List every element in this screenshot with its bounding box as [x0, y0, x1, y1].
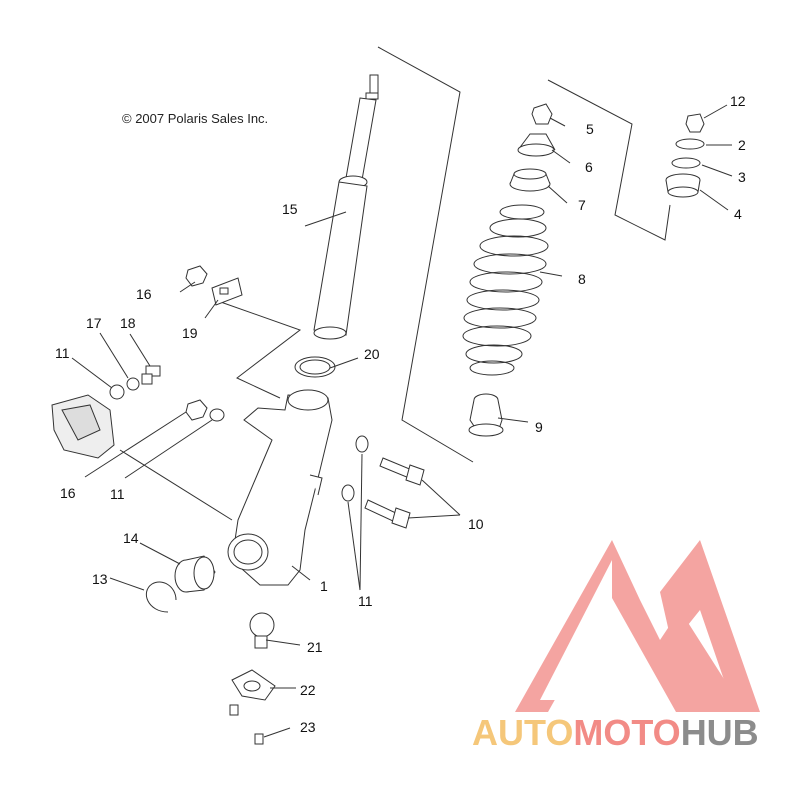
washer-2 — [675, 138, 705, 150]
wordmark-hub: HUB — [680, 712, 759, 753]
top-nut — [531, 103, 553, 125]
leader-lines — [71, 104, 733, 738]
callout-14: 14 — [123, 530, 139, 546]
callout-23: 23 — [300, 719, 316, 735]
callout-18: 18 — [120, 315, 136, 331]
callout-10: 10 — [468, 516, 484, 532]
callout-12: 12 — [730, 93, 746, 109]
callout-20: 20 — [364, 346, 380, 362]
washer-11-right-top — [355, 435, 369, 453]
small-bolt — [141, 365, 161, 385]
bolts — [364, 457, 425, 529]
small-screw-a — [229, 704, 239, 716]
nut-12 — [685, 113, 705, 133]
ring-seal — [294, 356, 336, 378]
callout-5: 5 — [586, 121, 594, 137]
wordmark-moto: MOTO — [573, 712, 681, 753]
wheel-bearing — [174, 555, 216, 593]
brake-caliper — [51, 394, 115, 459]
callout-2: 2 — [738, 137, 746, 153]
shock-absorber — [313, 74, 379, 340]
mount-4 — [665, 173, 701, 198]
small-screw-b — [254, 733, 264, 745]
callout-1: 1 — [320, 578, 328, 594]
snap-ring — [146, 581, 177, 613]
coil-spring — [462, 204, 549, 376]
callout-19: 19 — [182, 325, 198, 341]
callout-21: 21 — [307, 639, 323, 655]
callout-11-mid: 11 — [110, 486, 125, 502]
callout-16-bottom: 16 — [60, 485, 76, 501]
washer-3 — [671, 157, 701, 169]
steering-knuckle — [227, 389, 333, 586]
bracket-lines — [214, 46, 671, 463]
callout-3: 3 — [738, 169, 746, 185]
callout-11-left: 11 — [55, 345, 70, 361]
callout-15: 15 — [282, 201, 298, 217]
washer-11-right-bottom — [341, 484, 355, 502]
spring-seat — [509, 168, 551, 192]
upper-cap — [517, 133, 556, 157]
callout-7: 7 — [578, 197, 586, 213]
callout-6: 6 — [585, 159, 593, 175]
bump-stop — [468, 393, 504, 437]
callout-8: 8 — [578, 271, 586, 287]
hex-nut-lower — [185, 399, 208, 421]
callout-16-top: 16 — [136, 286, 152, 302]
washer-11-left — [109, 384, 125, 400]
clip-bracket — [211, 277, 243, 306]
callout-4: 4 — [734, 206, 742, 222]
washer-17 — [126, 377, 140, 391]
washer-11-mid — [209, 408, 225, 422]
callout-22: 22 — [300, 682, 316, 698]
callout-11-right: 11 — [358, 593, 373, 609]
callout-13: 13 — [92, 571, 108, 587]
callout-9: 9 — [535, 419, 543, 435]
watermark-logo — [515, 540, 760, 712]
copyright-notice: © 2007 Polaris Sales Inc. — [122, 111, 269, 126]
wordmark-auto: AUTO — [472, 712, 574, 753]
watermark-wordmark: AUTOMOTOHUB — [472, 712, 759, 754]
hex-nut-top — [185, 265, 208, 287]
ball-joint — [249, 612, 275, 649]
callout-17: 17 — [86, 315, 102, 331]
retainer-plate — [231, 669, 276, 701]
